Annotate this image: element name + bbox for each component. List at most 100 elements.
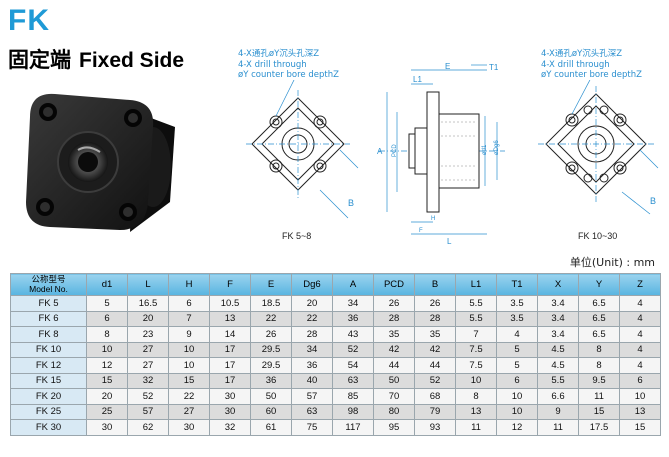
table-cell: 80 <box>373 403 415 420</box>
col-d1: d1 <box>86 273 128 296</box>
table-cell: 93 <box>414 419 456 436</box>
drawing-front-fk5-8: B <box>246 80 359 219</box>
dim-h: H <box>431 216 435 222</box>
col-a: A <box>332 273 374 296</box>
dim-pcd: PCD <box>392 144 398 157</box>
table-cell: 9 <box>168 326 210 343</box>
caption-fk10-30: FK 10~30 <box>578 231 618 241</box>
table-cell: 6 <box>619 372 661 389</box>
table-cell: 17 <box>209 357 251 374</box>
table-cell: 42 <box>373 341 415 358</box>
table-cell: 20 <box>291 295 333 312</box>
table-cell: 14 <box>209 326 251 343</box>
table-cell: 3.4 <box>537 326 579 343</box>
table-cell: 62 <box>127 419 169 436</box>
drawing-front-fk10-30: B <box>538 80 659 215</box>
table-cell: 4 <box>619 295 661 312</box>
table-cell: 34 <box>332 295 374 312</box>
table-cell: 7 <box>455 326 497 343</box>
table-cell: 10 <box>496 388 538 405</box>
table-cell: 10 <box>168 341 210 358</box>
table-cell: 15 <box>168 372 210 389</box>
table-cell: 52 <box>127 388 169 405</box>
table-cell: 60 <box>250 403 292 420</box>
table-cell: 13 <box>455 403 497 420</box>
unit-label: 单位(Unit) : mm <box>569 256 655 269</box>
col-e: E <box>250 273 292 296</box>
table-cell: 8 <box>578 341 620 358</box>
table-cell: 36 <box>291 357 333 374</box>
table-cell: 63 <box>332 372 374 389</box>
table-cell: 52 <box>414 372 456 389</box>
table-cell: 27 <box>127 341 169 358</box>
table-cell: 7 <box>168 310 210 327</box>
table-cell: 8 <box>455 388 497 405</box>
table-cell: 3.4 <box>537 310 579 327</box>
table-cell: 11 <box>578 388 620 405</box>
dim-a: A <box>377 147 383 156</box>
model-cell: FK 12 <box>10 357 87 374</box>
table-cell: 54 <box>332 357 374 374</box>
col-b: B <box>414 273 456 296</box>
table-cell: 28 <box>373 310 415 327</box>
table-cell: 22 <box>168 388 210 405</box>
table-cell: 32 <box>209 419 251 436</box>
table-cell: 4 <box>619 341 661 358</box>
table-cell: 50 <box>373 372 415 389</box>
model-cell: FK 15 <box>10 372 87 389</box>
col-h: H <box>168 273 210 296</box>
table-cell: 8 <box>86 326 128 343</box>
table-cell: 57 <box>291 388 333 405</box>
model-cell: FK 20 <box>10 388 87 405</box>
col-l: L <box>127 273 169 296</box>
table-cell: 5 <box>496 357 538 374</box>
dim-f: F <box>419 228 423 234</box>
table-cell: 50 <box>250 388 292 405</box>
product-photo <box>26 93 175 232</box>
table-cell: 95 <box>373 419 415 436</box>
table-cell: 6.6 <box>537 388 579 405</box>
table-cell: 11 <box>455 419 497 436</box>
model-cell: FK 5 <box>10 295 87 312</box>
col-f: F <box>209 273 251 296</box>
table-cell: 5 <box>496 341 538 358</box>
table-cell: 4 <box>619 357 661 374</box>
table-cell: 7.5 <box>455 357 497 374</box>
col-pcd: PCD <box>373 273 415 296</box>
table-cell: 15 <box>619 419 661 436</box>
table-cell: 10.5 <box>209 295 251 312</box>
table-cell: 27 <box>127 357 169 374</box>
table-cell: 35 <box>414 326 456 343</box>
table-cell: 12 <box>496 419 538 436</box>
table-cell: 18.5 <box>250 295 292 312</box>
table-cell: 12 <box>86 357 128 374</box>
table-cell: 22 <box>291 310 333 327</box>
table-cell: 28 <box>414 310 456 327</box>
table-cell: 23 <box>127 326 169 343</box>
table-cell: 30 <box>209 403 251 420</box>
table-cell: 17 <box>209 372 251 389</box>
drawing-side-section: E T1 L1 A PCD ød1 øDg6 H F L <box>377 62 505 246</box>
dim-l: L <box>447 237 452 246</box>
table-cell: 9.5 <box>578 372 620 389</box>
table-cell: 6.5 <box>578 295 620 312</box>
note-left: 4-X通孔øY沉头孔深Z 4-X drill through øY counte… <box>238 49 339 80</box>
table-cell: 42 <box>414 341 456 358</box>
table-cell: 30 <box>209 388 251 405</box>
table-cell: 27 <box>168 403 210 420</box>
model-cell: FK 10 <box>10 341 87 358</box>
table-cell: 13 <box>209 310 251 327</box>
table-cell: 52 <box>332 341 374 358</box>
table-cell: 36 <box>332 310 374 327</box>
table-cell: 43 <box>332 326 374 343</box>
dim-d1: ød1 <box>482 144 488 155</box>
note-right: 4-X通孔øY沉头孔深Z 4-X drill through øY counte… <box>541 49 642 80</box>
model-cell: FK 30 <box>10 419 87 436</box>
dim-b-right: B <box>650 196 656 206</box>
